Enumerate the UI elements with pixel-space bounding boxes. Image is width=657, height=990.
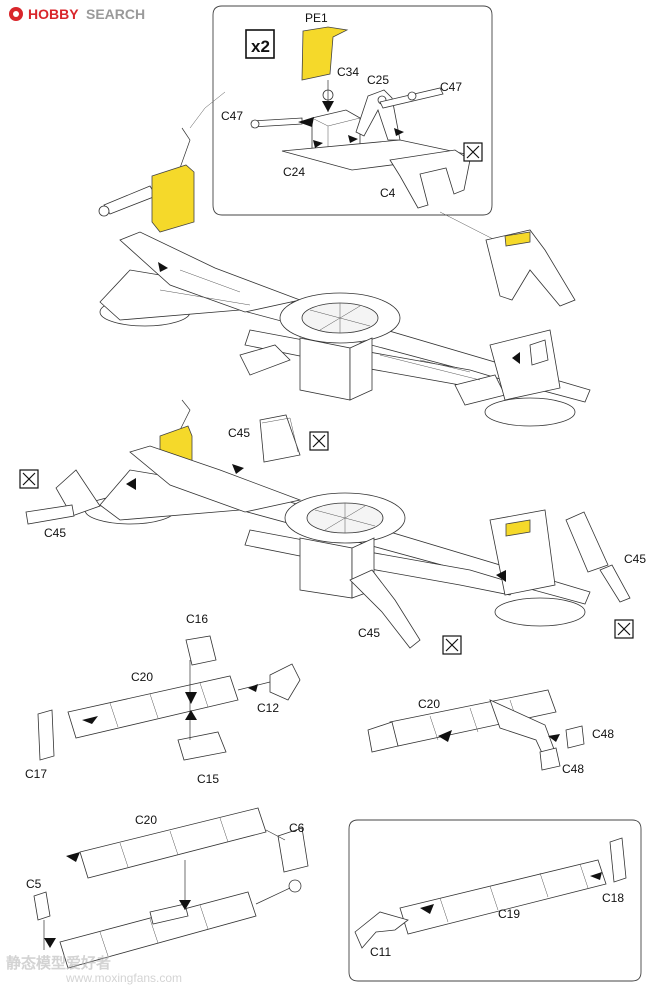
do-not-glue-icon	[442, 635, 462, 655]
moxingfans-watermark: 静态模型爱好者 www.moxingfans.com	[6, 954, 182, 985]
label-c5: C5	[26, 877, 42, 891]
inset-subassembly-top: x2 PE1 C	[189, 5, 496, 241]
label-c11: C11	[370, 945, 391, 959]
multiplier-icon: x2	[245, 29, 275, 59]
label-c48-b: C48	[562, 762, 584, 776]
chassis-assembly-step-2: C45 C45 C45 C45	[19, 399, 646, 655]
watermark-site: www.moxingfans.com	[65, 971, 182, 985]
barrel-subassembly-a: C16 C20 C12 C17 C15	[25, 612, 301, 786]
barrel-subassembly-b: C20 C48 C48	[367, 689, 614, 776]
pe1-installed-left	[151, 164, 195, 233]
label-pe1: PE1	[305, 11, 328, 25]
label-c24: C24	[283, 165, 305, 179]
watermark-chinese: 静态模型爱好者	[6, 954, 111, 972]
label-c15: C15	[197, 772, 219, 786]
do-not-glue-icon	[614, 619, 634, 639]
logo-brand: HOBBY	[28, 6, 79, 22]
label-c6: C6	[289, 821, 305, 835]
label-c47-right: C47	[440, 80, 462, 94]
hobby-search-logo: HOBBY SEARCH	[9, 6, 145, 22]
label-c20-c: C20	[135, 813, 157, 827]
label-c16: C16	[186, 612, 208, 626]
chassis-assembly-step-1	[98, 127, 591, 427]
label-c17: C17	[25, 767, 47, 781]
label-c47-left: C47	[221, 109, 243, 123]
pe1-photo-etch-part	[301, 26, 349, 81]
do-not-glue-icon	[19, 469, 39, 489]
logo-brand-suffix: SEARCH	[86, 6, 145, 22]
label-c45-top: C45	[228, 426, 250, 440]
barrel-subassembly-c: C20 C6 C5	[26, 807, 309, 969]
c4-installed-middle	[505, 519, 531, 537]
label-c20-a: C20	[131, 670, 153, 684]
label-c20-b: C20	[418, 697, 440, 711]
label-c45-right: C45	[624, 552, 646, 566]
do-not-glue-icon	[463, 142, 483, 162]
label-c25: C25	[367, 73, 389, 87]
label-c34: C34	[337, 65, 359, 79]
label-c19: C19	[498, 907, 520, 921]
label-c12: C12	[257, 701, 279, 715]
c4-installed-highlight	[504, 231, 531, 247]
do-not-glue-icon	[309, 431, 329, 451]
label-c45-bottom: C45	[358, 626, 380, 640]
label-c4: C4	[380, 186, 396, 200]
label-c18: C18	[602, 891, 624, 905]
multiplier-label: x2	[251, 37, 270, 56]
label-c45-left: C45	[44, 526, 66, 540]
inset-subassembly-bottom: C18 C19 C11	[348, 819, 642, 982]
label-c48-a: C48	[592, 727, 614, 741]
